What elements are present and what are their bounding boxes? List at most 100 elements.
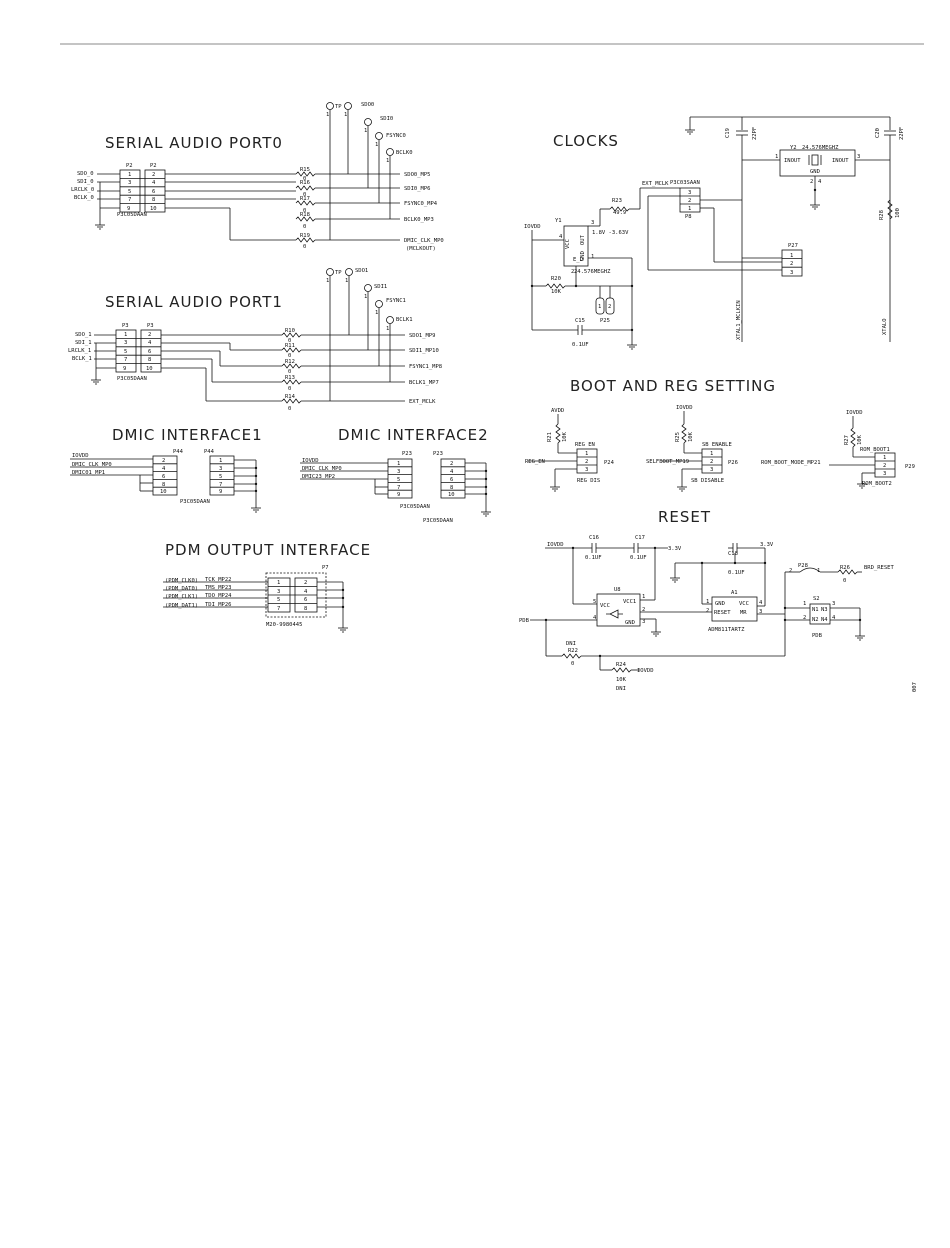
pin-number: 4	[152, 180, 156, 186]
component-ref: C20	[875, 128, 881, 138]
pin-number: 3	[128, 180, 131, 186]
pin-number: 1	[710, 451, 713, 457]
tp-pin: 1	[364, 294, 367, 300]
jumper-label: SB DISABLE	[691, 478, 724, 484]
net-label: TDO_MP24	[205, 593, 232, 599]
pin-label: GND	[810, 169, 820, 175]
pin-number: 1	[883, 455, 886, 461]
net-label: REG_EN	[525, 459, 545, 465]
pin-number: 4	[559, 234, 563, 240]
section-title-pdm: PDM OUTPUT INTERFACE	[165, 541, 371, 559]
component-ref: S2	[813, 596, 820, 602]
net-label: SDO0_MP5	[404, 172, 431, 178]
net-label: SDO_0	[77, 171, 94, 177]
component-value: 22PF	[899, 127, 905, 140]
resistor-ref: R13	[285, 375, 295, 381]
net-label: FSYNC0_MP4	[404, 201, 438, 207]
component-ref: R20	[551, 276, 561, 282]
pin-number: 3	[219, 466, 222, 472]
connector-ref: P7	[322, 565, 329, 571]
pin-label: GND	[580, 251, 586, 261]
pin-label: N3	[821, 607, 828, 613]
pin-number: 1	[790, 253, 793, 259]
connector-ref: P3	[147, 323, 154, 329]
pin-number: 2	[148, 332, 151, 338]
component-ref: P28	[798, 563, 808, 569]
component-value: 24.576MEGHZ	[574, 269, 611, 275]
net-label: LRCLK_0	[71, 187, 94, 193]
net-label: IOVDD	[547, 542, 564, 548]
net-label: LRCLK_1	[68, 348, 91, 354]
connector-ref: P23	[433, 451, 443, 457]
component-ref: P25	[600, 318, 610, 324]
net-label: SDO_1	[75, 332, 92, 338]
section-title-reset: RESET	[658, 508, 711, 526]
net-label: BCLK0_MP3	[404, 217, 434, 223]
component-ref: P26	[728, 460, 738, 466]
pin-number: 5	[128, 189, 131, 195]
pin-label: VCC	[565, 239, 571, 249]
net-label: XTALO	[882, 318, 888, 335]
pin-label: MR	[740, 610, 747, 616]
net-label: SDI0_MP6	[404, 186, 431, 192]
component-ref: C18	[728, 551, 738, 557]
component-ref: PDB	[812, 633, 823, 639]
pin-number: 2	[883, 463, 886, 469]
testpoint-label: SDO0	[361, 102, 374, 108]
testpoint-label: SDI1	[374, 284, 387, 290]
net-label: (MCLKOUT)	[406, 246, 436, 252]
component-ref: U8	[614, 587, 621, 593]
pin-number: 4	[304, 589, 308, 595]
boot-and-reg-setting: BOOT AND REG SETTING AVDD R21 10K 1 2 3 …	[525, 377, 915, 492]
pin-number: 8	[152, 197, 155, 203]
pin-label: N2	[812, 617, 819, 623]
pin-number: 5	[124, 349, 127, 355]
component-value: 10K	[688, 431, 694, 442]
resistor-value: 0	[303, 224, 306, 230]
component-ref: R24	[616, 662, 627, 668]
net-label: DMIC_CLK_MP0	[302, 466, 342, 472]
pin-number: 2	[803, 615, 806, 621]
pin-number: 5	[593, 599, 596, 605]
net-label: (PDM_CLK1)	[165, 594, 198, 600]
net-label: (PDM_CLK0)	[165, 578, 198, 584]
pin-label: GND	[625, 620, 635, 626]
pin-number: 1	[591, 254, 594, 260]
testpoint-label: BCLK0	[396, 150, 413, 156]
pin-number: 2	[790, 261, 793, 267]
pin-number: 2	[688, 198, 691, 204]
pin-number: 1	[817, 568, 820, 574]
jumper-label: SB ENABLE	[702, 442, 732, 448]
pin-number: 3	[832, 601, 835, 607]
component-ref: P8	[685, 214, 692, 220]
pin-label: OUT	[580, 234, 586, 245]
figure-code: 007	[912, 682, 918, 692]
pin-number: 7	[277, 606, 280, 612]
pin-label: RESET	[714, 610, 731, 616]
pin-number: 3	[688, 190, 691, 196]
component-ref: Y1	[555, 218, 562, 224]
pin-number: 8	[450, 485, 453, 491]
pin-number: 7	[219, 482, 222, 488]
pin-number: 10	[448, 492, 455, 498]
tp-pin: 1	[344, 112, 347, 118]
connector-ref: P23	[402, 451, 412, 457]
pin-number: 3	[277, 589, 280, 595]
pin-number: 2	[450, 461, 453, 467]
pin-label: VCC	[739, 601, 749, 607]
pin-number: 1	[688, 206, 691, 212]
component-value: 10K	[551, 289, 562, 295]
pin-number: 10	[150, 206, 157, 212]
resistor-value: 0	[303, 176, 306, 182]
net-label: DMIC23_MP2	[302, 474, 335, 480]
jumper-label: REG DIS	[577, 478, 600, 484]
net-label: IOVDD	[846, 410, 863, 416]
component-value: 0	[571, 661, 574, 667]
component-ref: R27	[844, 435, 850, 445]
net-label: AVDD	[551, 408, 564, 414]
component-value: 0.1UF	[572, 342, 589, 348]
net-label: BCLK_0	[74, 195, 94, 201]
pin-number: 3	[883, 471, 886, 477]
pin-number: 8	[148, 357, 151, 363]
resistor-value: 0	[303, 208, 306, 214]
